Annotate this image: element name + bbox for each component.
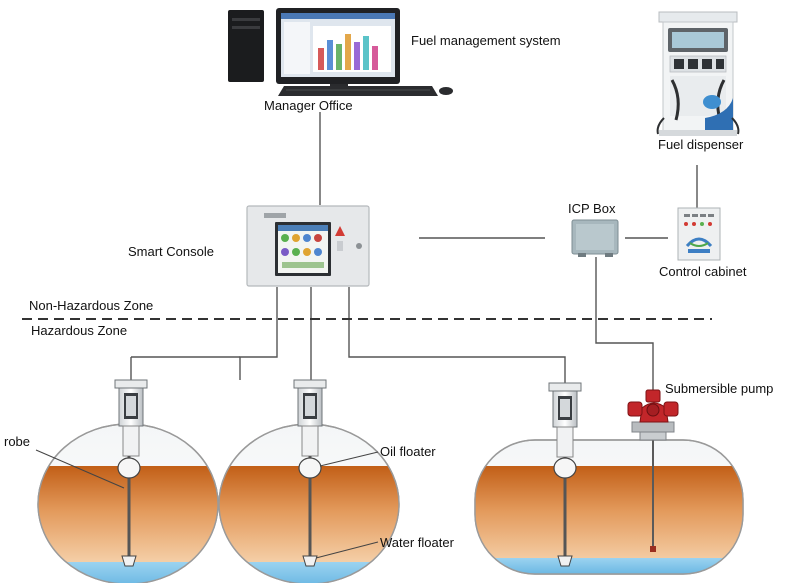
label-oil-floater: Oil floater [380, 444, 436, 459]
console-to-tank1-line [239, 287, 278, 380]
label-manager-office: Manager Office [264, 98, 353, 113]
label-fuel-dispenser: Fuel dispenser [658, 137, 744, 152]
label-smart-console: Smart Console [128, 244, 214, 259]
icp-box-icon [571, 219, 619, 257]
water-floater-1 [121, 555, 137, 567]
icp-to-pump-line [595, 257, 654, 392]
label-icp-box: ICP Box [568, 201, 616, 216]
label-submersible-pump: Submersible pump [665, 381, 774, 396]
label-non-hazardous-zone: Non-Hazardous Zone [29, 298, 154, 313]
oil-floater-3 [553, 457, 577, 479]
connection-lines [130, 112, 698, 392]
probe-2 [293, 379, 327, 567]
console-to-tank3-line [348, 287, 566, 383]
submersible-pump-icon [627, 389, 679, 552]
smart-console-icon [246, 205, 370, 287]
label-control-cabinet: Control cabinet [659, 264, 747, 279]
label-hazardous-zone: Hazardous Zone [31, 323, 128, 338]
control-cabinet-icon [677, 207, 721, 261]
probe-3 [548, 382, 582, 567]
label-probe: robe [4, 434, 31, 449]
label-fuel-management-system: Fuel management system [411, 33, 561, 48]
water-floater-3 [557, 555, 573, 567]
tank-3 [474, 439, 744, 575]
oil-floater-2 [298, 457, 322, 479]
water-floater-2 [302, 555, 318, 567]
desktop-computer-icon [228, 8, 453, 96]
label-water-floater: Water floater [380, 535, 454, 550]
fuel-dispenser-icon [656, 11, 740, 136]
oil-floater-1 [117, 457, 141, 479]
